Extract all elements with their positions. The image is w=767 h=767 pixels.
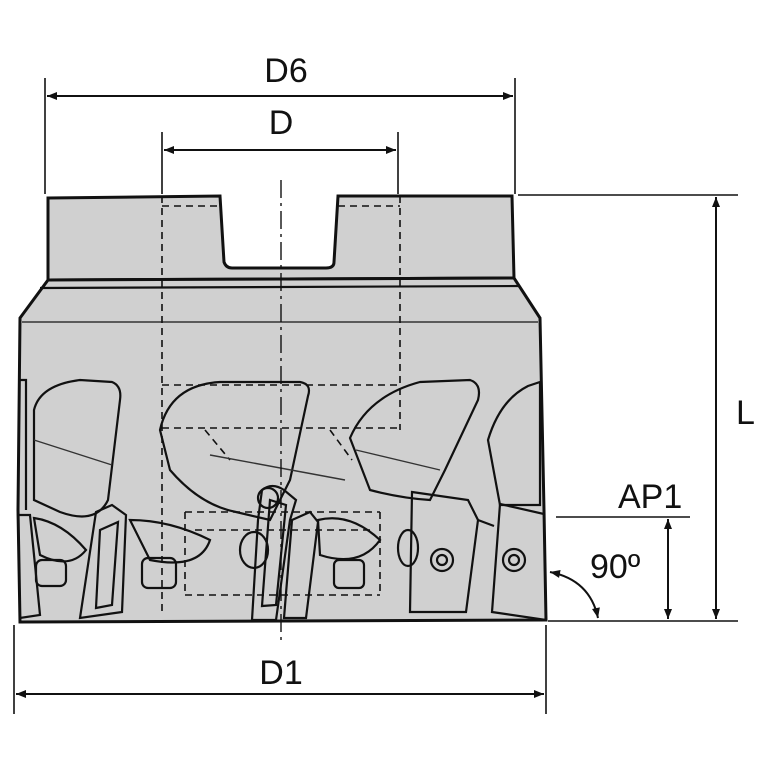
- insert-5: [490, 502, 548, 622]
- insert-4: [408, 490, 480, 614]
- shank-outline: [46, 194, 516, 282]
- label-d6: D6: [264, 52, 307, 90]
- dimension-ap1: AP1: [556, 478, 690, 619]
- dimension-d: D: [161, 104, 399, 194]
- screw-icon: [501, 547, 527, 573]
- label-d: D: [269, 104, 294, 142]
- inserts: [16, 484, 548, 622]
- dimension-d1: D1: [13, 625, 547, 714]
- label-angle: 90º: [590, 548, 640, 586]
- dimension-d6: D6: [44, 52, 516, 194]
- insert-2: [78, 503, 128, 620]
- angle-90: 90º: [549, 548, 640, 619]
- label-ap1: AP1: [618, 478, 682, 516]
- insert-1: [16, 513, 42, 620]
- label-d1: D1: [259, 654, 302, 692]
- label-l: L: [736, 394, 755, 432]
- screw-icon: [429, 547, 455, 573]
- dimension-l: L: [518, 194, 755, 622]
- flutes: [32, 378, 542, 522]
- hidden-lines: [161, 196, 401, 612]
- cutter-body: [16, 194, 548, 624]
